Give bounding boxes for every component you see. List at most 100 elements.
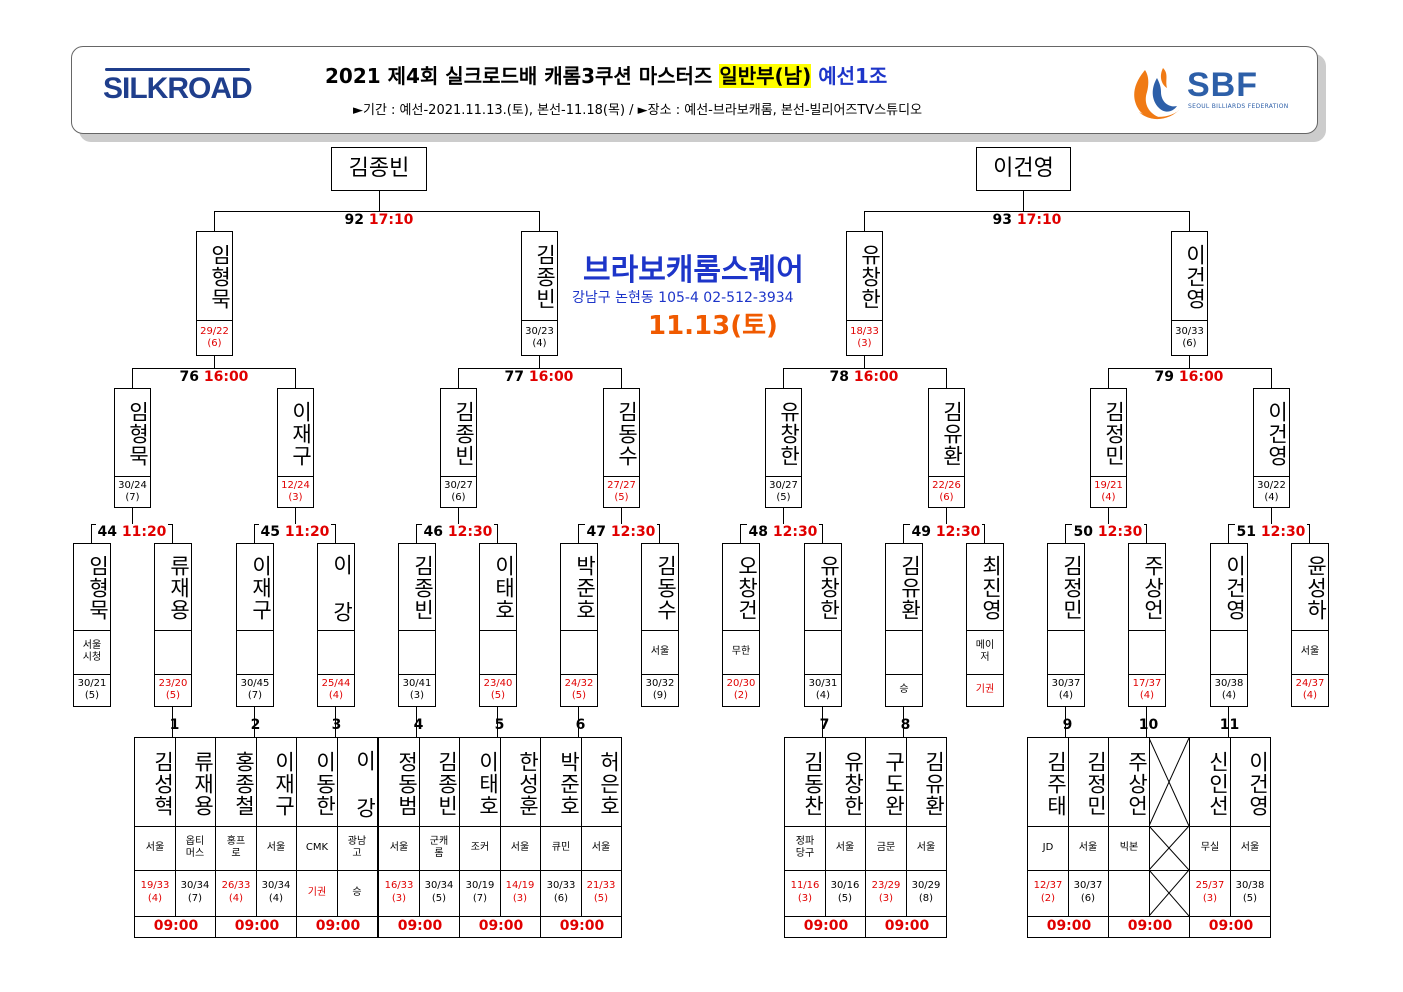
first-round-number: 3 — [331, 717, 342, 733]
separator — [967, 674, 1003, 675]
player-innings: (5) — [490, 690, 506, 701]
player-name: 이 강 — [330, 553, 354, 623]
page-title: 2021 제4회 실크로드배 캐롬3쿠션 마스터즈 일반부(남) 예선1조 — [325, 64, 888, 88]
player-innings: (7) — [125, 491, 140, 503]
match-time: 12:30 — [1260, 524, 1306, 540]
player-score: 30/38 — [1235, 880, 1265, 891]
bracket-line — [335, 524, 336, 544]
bracket-line — [903, 707, 904, 738]
table-row-line — [460, 870, 540, 871]
separator — [1211, 630, 1247, 631]
player-score: 19/33 — [140, 880, 170, 891]
match-time: 17:10 — [368, 212, 414, 228]
player-score: 30/22 — [1257, 479, 1286, 491]
player-innings: (5) — [571, 690, 587, 701]
player-affiliation: 무실 — [1200, 842, 1220, 853]
separator — [441, 476, 476, 477]
player-innings: (6) — [451, 491, 466, 503]
player-score: 18/33 — [850, 325, 879, 337]
player-innings: (4) — [1221, 690, 1237, 701]
table-row-line — [216, 870, 296, 871]
match-time: 12:30 — [610, 524, 656, 540]
first-round-time: 09:00 — [559, 918, 605, 934]
separator — [723, 630, 759, 631]
player-affiliation: 서울 — [1300, 646, 1320, 657]
match-number: 93 — [992, 212, 1012, 228]
player-score: 11/16 — [790, 880, 820, 891]
first-round-number: 7 — [819, 717, 830, 733]
table-row-line — [379, 916, 459, 917]
player-affiliation: 빅본 — [1119, 842, 1139, 853]
r16-match-label: 45 11:20 — [258, 524, 332, 540]
bracket-line — [783, 368, 784, 389]
player-score: 30/45 — [240, 678, 270, 689]
bracket-line — [864, 211, 1190, 212]
first-round-time: 09:00 — [315, 918, 361, 934]
first-round-time: 09:00 — [803, 918, 849, 934]
player-score: 30/33 — [1175, 325, 1204, 337]
first-round-number: 1 — [169, 717, 180, 733]
bracket-line — [740, 524, 741, 544]
separator — [766, 476, 801, 477]
separator — [1129, 674, 1165, 675]
player-name: 이건영 — [1265, 400, 1289, 467]
table-row-line — [216, 916, 296, 917]
player-affiliation: 서울 — [389, 842, 409, 853]
final-match-label: 92 17:10 — [342, 212, 416, 228]
match-number: 46 — [423, 524, 443, 540]
first-round-number: 8 — [900, 717, 911, 733]
bracket-line — [1309, 524, 1310, 544]
first-round-time: 09:00 — [397, 918, 443, 934]
player-innings: (4) — [147, 893, 163, 904]
table-row-line — [866, 826, 946, 827]
table-row-line — [297, 870, 377, 871]
table-row-line — [785, 916, 865, 917]
player-score: 30/37 — [1051, 678, 1081, 689]
separator — [1172, 320, 1207, 321]
separator — [74, 674, 110, 675]
table-row-line — [1028, 870, 1108, 871]
player-score: 25/37 — [1195, 880, 1225, 891]
separator — [967, 630, 1003, 631]
player-innings: (3) — [512, 893, 528, 904]
bracket-line — [214, 211, 215, 232]
table-row-line — [460, 916, 540, 917]
empty-slot-cross-icon — [1149, 738, 1189, 916]
quarter-match-label: 78 16:00 — [827, 369, 901, 385]
bracket-line — [864, 211, 865, 232]
table-row-line — [1109, 826, 1189, 827]
player-score: 24/32 — [564, 678, 594, 689]
bracket-line — [1108, 508, 1109, 525]
player-score: 23/20 — [158, 678, 188, 689]
player-innings: (7) — [247, 690, 263, 701]
bracket-line — [783, 368, 947, 369]
separator — [805, 630, 841, 631]
separator — [723, 674, 759, 675]
player-innings: (6) — [1080, 893, 1096, 904]
table-row-line — [866, 870, 946, 871]
player-name: 임형묵 — [126, 400, 150, 467]
table-row-line — [297, 826, 377, 827]
match-number: 50 — [1073, 524, 1093, 540]
table-row-line — [1190, 870, 1270, 871]
match-time: 16:00 — [203, 369, 249, 385]
bracket-line — [335, 707, 336, 738]
separator — [1292, 630, 1328, 631]
player-innings: (5) — [614, 491, 629, 503]
separator — [1091, 476, 1126, 477]
separator — [561, 630, 597, 631]
